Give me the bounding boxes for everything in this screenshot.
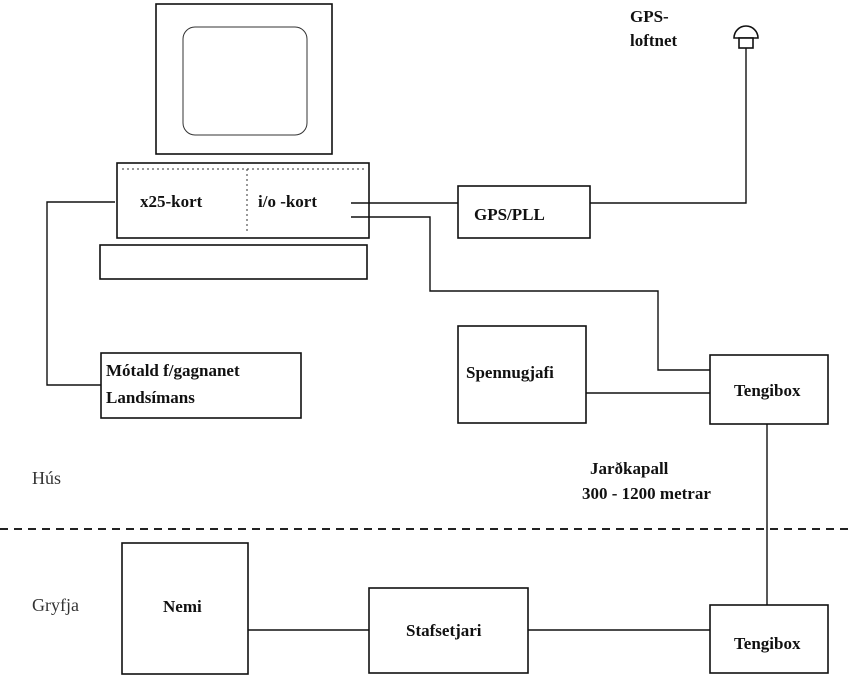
junction-box-lower: [709, 604, 829, 674]
gps-antenna-label-2: loftnet: [630, 31, 678, 50]
computer-monitor: [155, 3, 333, 155]
modem-label-2: Landsímans: [106, 388, 195, 407]
gps-antenna-icon: [733, 25, 759, 56]
junction-box-lower-label: Tengibox: [734, 634, 801, 653]
io-card-label: i/o -kort: [258, 192, 318, 211]
junction-box-upper-label: Tengibox: [734, 381, 801, 400]
keyboard: [99, 244, 368, 280]
junction-box-upper: [709, 354, 829, 425]
power-supply-label: Spennugjafi: [466, 363, 554, 382]
house-label: Hús: [32, 468, 62, 488]
gps-pll-label: GPS/PLL: [474, 205, 545, 224]
cable-label-1: Jarðkapall: [590, 459, 669, 478]
gps-antenna-label-1: GPS-: [630, 7, 669, 26]
gps-pll-box: [457, 185, 591, 239]
modem-label-1: Mótald f/gagnanet: [106, 361, 240, 380]
wires: [46, 56, 768, 631]
positioner-label: Stafsetjari: [406, 621, 482, 640]
x25-card-label: x25-kort: [140, 192, 203, 211]
sensor-box: [121, 542, 249, 675]
cable-label-2: 300 - 1200 metrar: [582, 484, 711, 503]
sensor-label: Nemi: [163, 597, 202, 616]
computer-case: [116, 162, 370, 239]
power-supply-box: [457, 325, 587, 424]
pit-label: Gryfja: [32, 595, 79, 615]
